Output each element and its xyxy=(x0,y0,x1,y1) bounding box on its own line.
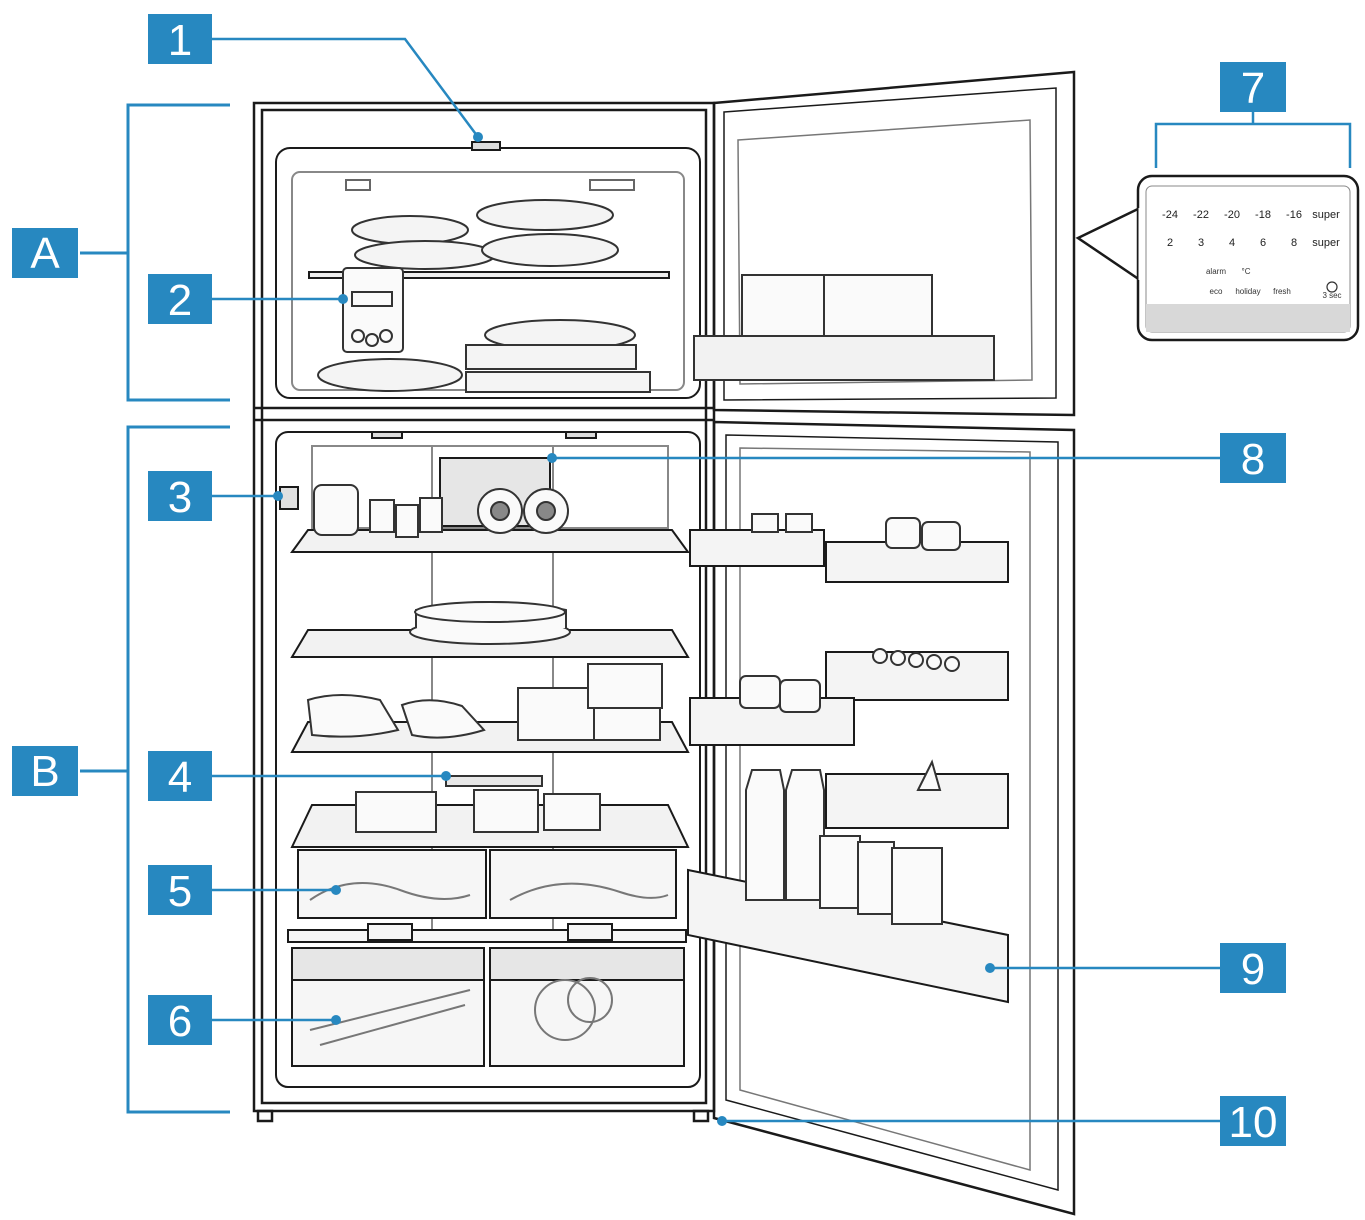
control-panel xyxy=(1078,176,1358,340)
freezer-temp-label: -18 xyxy=(1255,209,1271,221)
fridge-temp-label: 2 xyxy=(1167,237,1173,249)
callout-badge-5: 5 xyxy=(148,865,212,916)
callout-badge-4: 4 xyxy=(148,751,212,802)
callout-badge-1: 1 xyxy=(148,14,212,65)
svg-text:6: 6 xyxy=(168,997,192,1046)
section-badge-B: B xyxy=(12,746,78,796)
freezer-temp-label: super xyxy=(1312,209,1340,221)
shelf4-items xyxy=(356,776,600,832)
ice-box xyxy=(343,268,403,352)
svg-text:8: 8 xyxy=(1241,435,1265,484)
svg-text:A: A xyxy=(30,229,60,278)
panel-row3-label: °C xyxy=(1242,267,1251,276)
cake-dome xyxy=(410,602,570,644)
svg-text:10: 10 xyxy=(1229,1098,1278,1147)
freezer-temp-label: -22 xyxy=(1193,209,1209,221)
section-badge-A: A xyxy=(12,228,78,278)
svg-text:7: 7 xyxy=(1241,64,1265,113)
fridge-temp-label: 6 xyxy=(1260,237,1266,249)
crisper-drawers xyxy=(292,948,684,1066)
callout-badge-2: 2 xyxy=(148,274,212,325)
callout-badge-3: 3 xyxy=(148,471,212,522)
callout-badge-10: 10 xyxy=(1220,1096,1286,1147)
callout-badge-7: 7 xyxy=(1220,62,1286,113)
chiller-drawers xyxy=(288,850,686,942)
fridge-temp-label: 4 xyxy=(1229,237,1235,249)
svg-text:9: 9 xyxy=(1241,945,1265,994)
mode-label: eco xyxy=(1210,287,1223,296)
callout-badge-6: 6 xyxy=(148,995,212,1046)
fridge-temp-label: 3 xyxy=(1198,237,1204,249)
callout-badge-8: 8 xyxy=(1220,433,1286,484)
callout-badge-9: 9 xyxy=(1220,943,1286,994)
freezer-temp-label: -24 xyxy=(1162,209,1178,221)
door-bins xyxy=(688,530,1008,1002)
svg-text:2: 2 xyxy=(168,276,192,325)
svg-text:3: 3 xyxy=(168,473,192,522)
fridge-temp-label: 8 xyxy=(1291,237,1297,249)
freezer-temp-label: -16 xyxy=(1286,209,1302,221)
svg-text:1: 1 xyxy=(168,16,192,65)
svg-text:B: B xyxy=(30,747,59,796)
fridge-temp-label: super xyxy=(1312,237,1340,249)
mode-label: fresh xyxy=(1273,287,1291,296)
svg-text:5: 5 xyxy=(168,867,192,916)
svg-text:4: 4 xyxy=(168,753,192,802)
freezer-temp-label: -20 xyxy=(1224,209,1240,221)
mode-label: holiday xyxy=(1235,287,1260,296)
panel-row3-label: alarm xyxy=(1206,267,1226,276)
bracket-freezer xyxy=(80,105,230,400)
